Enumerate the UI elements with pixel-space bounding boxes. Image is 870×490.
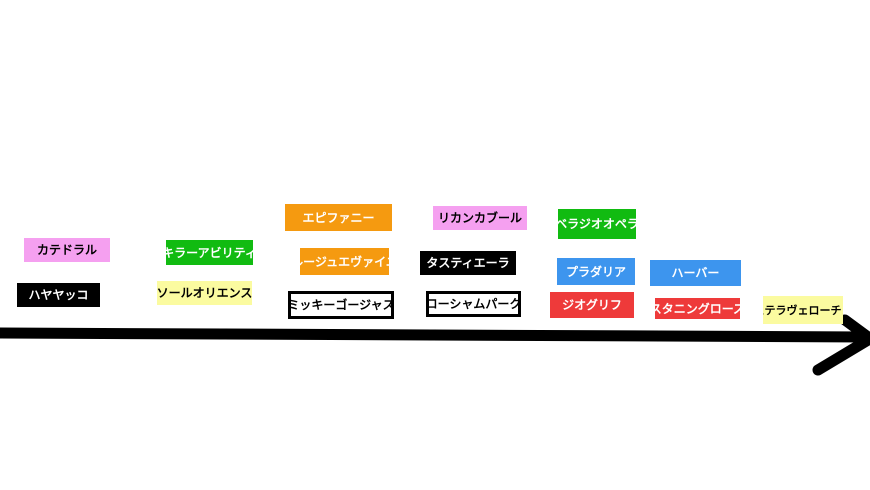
label-roshamu-paku: ローシャムパーク [426,291,521,317]
label-berajio-opera: ベラジオオペラ [558,209,636,239]
label-sutera-vero-che: ステラヴェローチェ [763,296,843,324]
label-text: ソールオリエンス [157,286,252,300]
label-text: プラダリア [565,264,626,279]
label-text: スタニングローズ [655,301,740,316]
label-jio-glyph: ジオグリフ [550,292,634,318]
label-text: ジオグリフ [562,298,622,312]
label-kira-abiriti: キラーアビリティ [166,240,253,265]
label-text: ローシャムパーク [426,297,521,311]
label-text: ハヤヤッコ [28,288,89,302]
label-text: ルージュエヴァイユ [300,254,389,269]
label-text: エピファニー [302,210,375,225]
label-soru-oriensu: ソールオリエンス [157,281,252,305]
label-tasuti-era: タスティエーラ [420,251,516,275]
label-text: ベラジオオペラ [558,217,636,231]
label-text: キラーアビリティ [166,245,253,260]
label-text: ステラヴェローチェ [763,303,843,317]
label-hayayakko: ハヤヤッコ [17,283,100,307]
label-text: カテドラル [36,243,97,257]
label-puradaria: プラダリア [557,258,635,285]
label-sutaningu-rozu: スタニングローズ [655,298,740,319]
label-katedoraru: カテドラル [24,238,110,262]
label-text: タスティエーラ [426,256,510,270]
arrow-shaft [0,327,870,343]
arrow-head-lower [812,334,870,376]
label-haba: ハーバー [650,260,741,286]
label-rikan-kaburu: リカンカブール [433,206,527,230]
label-text: ミッキーゴージャス [288,298,394,312]
label-text: ハーバー [671,266,720,280]
label-text: リカンカブール [437,211,522,225]
label-mikki-gojasu: ミッキーゴージャス [288,291,394,319]
label-epifani: エピファニー [285,204,392,231]
arrow-head-upper [839,314,870,343]
label-ruju-evaiyu: ルージュエヴァイユ [300,248,389,275]
